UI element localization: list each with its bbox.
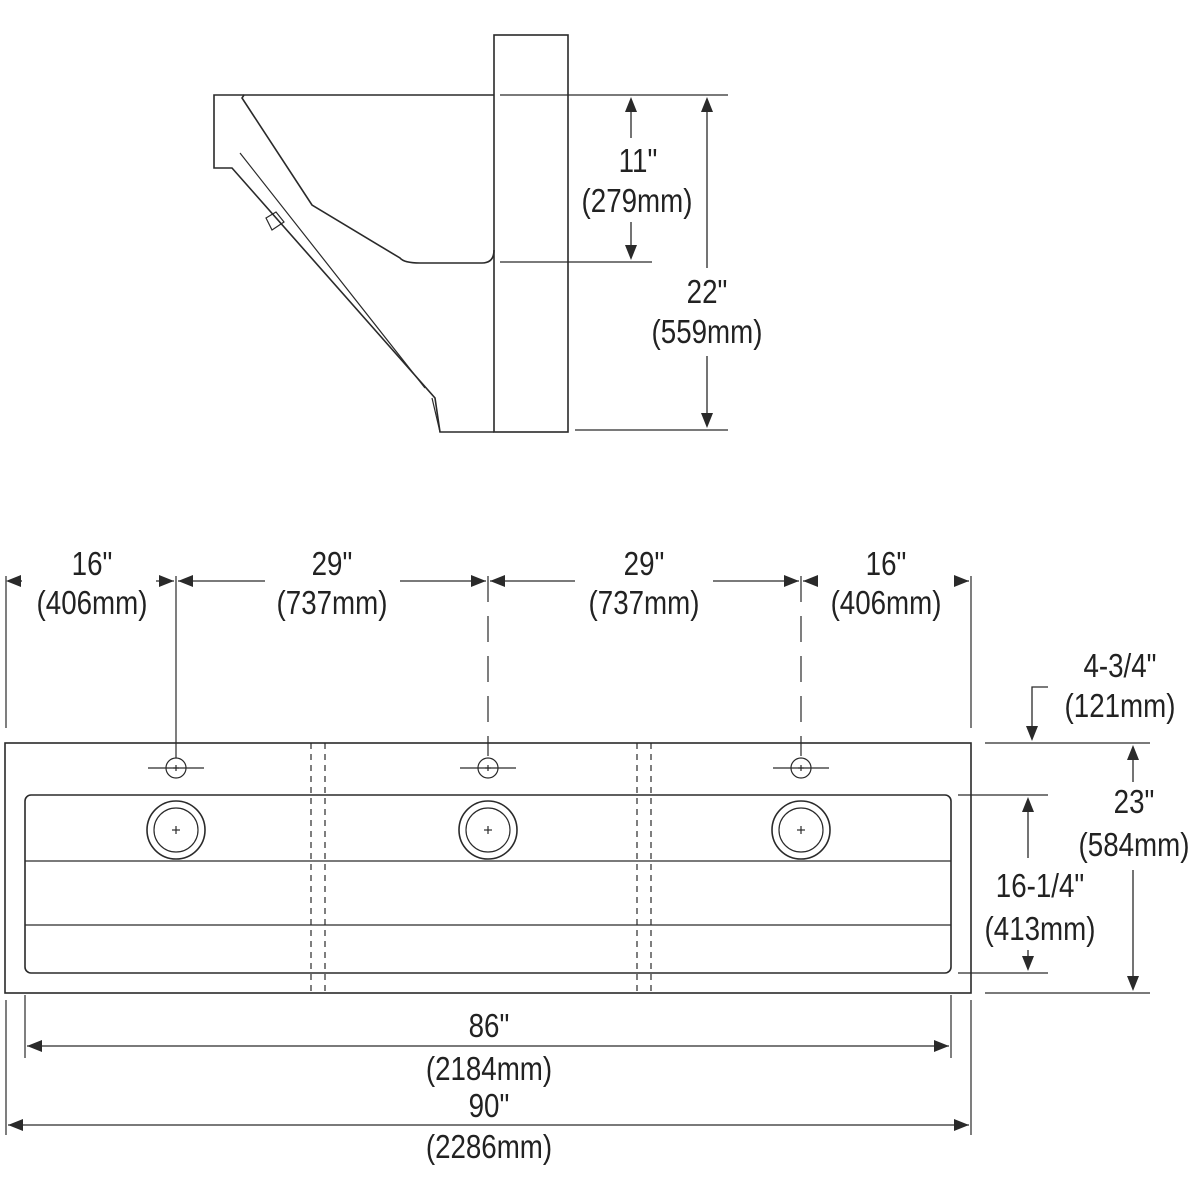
bowl-depth-mm: (279mm): [582, 183, 693, 220]
front-view-basin: [24, 794, 952, 974]
deck-height-in: 4-3/4": [1083, 648, 1156, 685]
total-depth-mm: (559mm): [652, 314, 763, 351]
total-width-mm: (2286mm): [426, 1129, 552, 1166]
station-3: [771, 757, 831, 860]
basin-height-in: 16-1/4": [996, 868, 1084, 905]
total-width-in: 90": [469, 1088, 510, 1125]
bottom-extension-lines: [5, 995, 972, 1135]
spacing-mid-2-in: 29": [624, 546, 665, 583]
side-view-basin-profile: [241, 94, 495, 264]
station-1: [146, 757, 206, 860]
side-view: [213, 34, 569, 433]
side-view-wall-plate: [493, 34, 569, 433]
drain-icon: [146, 800, 206, 860]
deck-height-dimension: 4-3/4" (121mm): [1026, 648, 1175, 741]
faucet-hole-icon: [477, 757, 499, 779]
faucet-hole-icon: [790, 757, 812, 779]
top-spacing-dimensions: 16" (406mm) 29" (737mm) 29" (737mm) 16" …: [6, 546, 969, 622]
bowl-depth-dimension: 11" (279mm): [582, 97, 693, 260]
basin-height-mm: (413mm): [985, 911, 1096, 948]
bowl-depth-in: 11": [619, 143, 658, 180]
total-height-dimension: 23" (584mm): [1079, 745, 1190, 991]
spacing-mid-1-in: 29": [312, 546, 353, 583]
spacing-right-mm: (406mm): [831, 585, 942, 622]
total-width-dimension: 90" (2286mm): [8, 1088, 969, 1166]
spacing-left-mm: (406mm): [37, 585, 148, 622]
spacing-right-in: 16": [866, 546, 907, 583]
basin-width-in: 86": [469, 1008, 510, 1045]
drain-icon: [771, 800, 831, 860]
basin-width-dimension: 86" (2184mm): [27, 1008, 949, 1088]
spacing-mid-1-mm: (737mm): [277, 585, 388, 622]
front-view: [4, 742, 972, 994]
spacing-mid-2-mm: (737mm): [589, 585, 700, 622]
basin-width-mm: (2184mm): [426, 1051, 552, 1088]
side-view-extension-lines: [500, 94, 728, 431]
station-2: [458, 757, 518, 860]
deck-height-mm: (121mm): [1065, 688, 1176, 725]
total-height-mm: (584mm): [1079, 827, 1190, 864]
total-height-in: 23": [1114, 784, 1155, 821]
front-view-outline: [4, 742, 972, 994]
spacing-left-in: 16": [72, 546, 113, 583]
total-depth-dimension: 22" (559mm): [652, 97, 763, 428]
drain-icon: [458, 800, 518, 860]
side-view-front-skin-inner: [239, 152, 441, 433]
top-extension-lines: [5, 576, 972, 758]
total-depth-in: 22": [687, 274, 728, 311]
side-view-sensor-stub: [265, 211, 285, 231]
right-extension-lines: [958, 742, 1150, 994]
basin-height-dimension: 16-1/4" (413mm): [985, 797, 1096, 971]
